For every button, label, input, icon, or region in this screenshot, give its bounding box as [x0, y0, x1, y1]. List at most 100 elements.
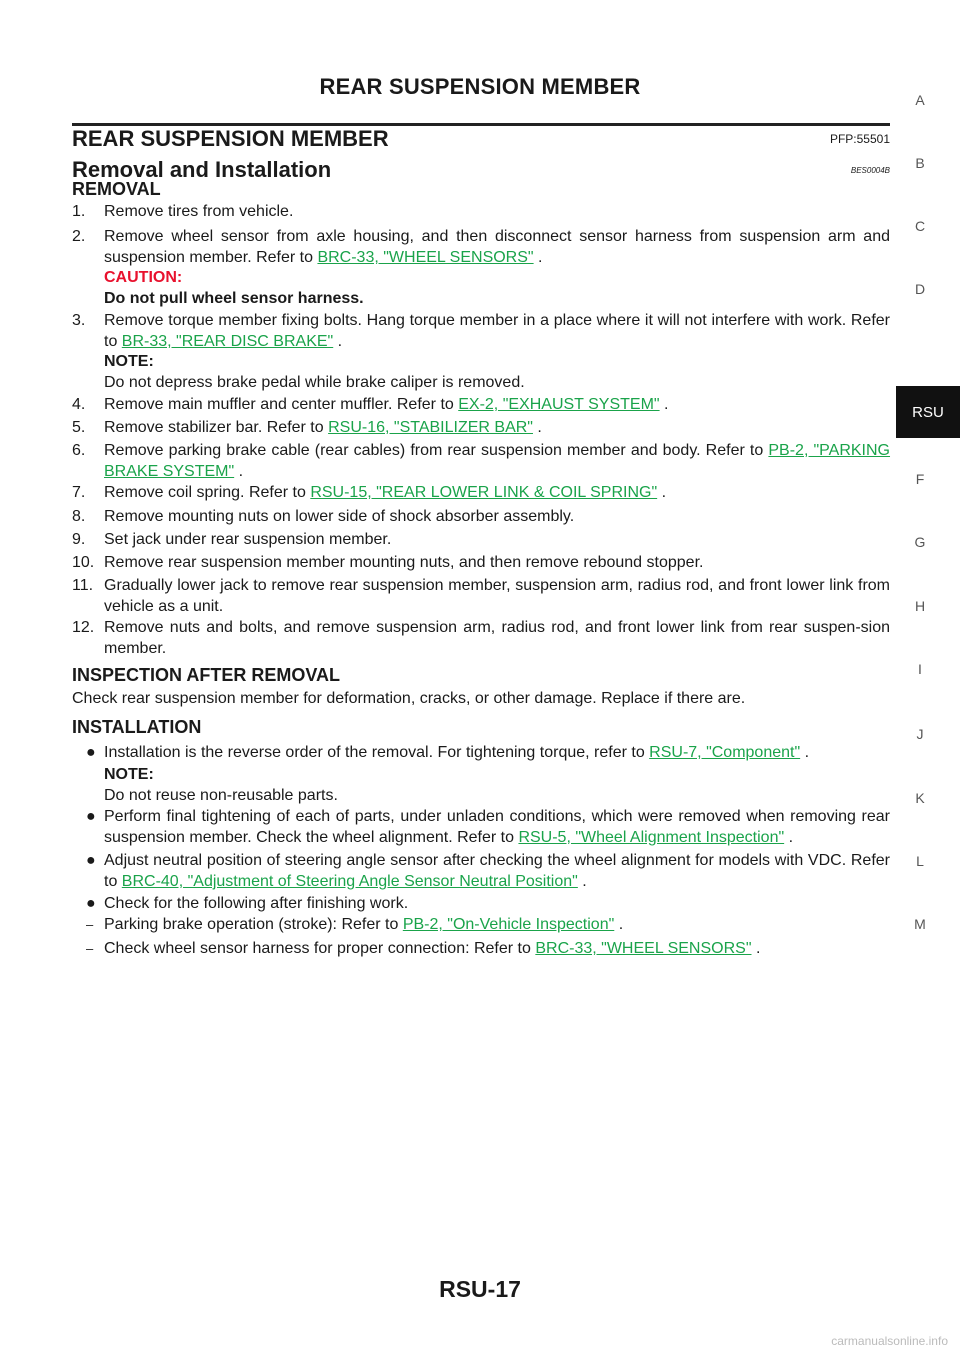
inspection-heading: INSPECTION AFTER REMOVAL: [72, 665, 341, 685]
bullet-text: Perform final tightening of each of part…: [104, 808, 890, 846]
caution-block: CAUTION: Do not pull wheel sensor harnes…: [104, 267, 890, 309]
dash-text-tail: .: [614, 916, 624, 933]
caution-label: CAUTION:: [104, 269, 183, 286]
step-text: Remove main muffler and center muffler. …: [104, 396, 459, 413]
removal-step: 7. Remove coil spring. Refer to RSU-15, …: [72, 482, 890, 503]
index-letter-g[interactable]: G: [914, 534, 926, 550]
step-number: 12.: [72, 619, 95, 636]
index-letter-b[interactable]: B: [915, 155, 925, 171]
index-letter-f[interactable]: F: [915, 471, 925, 487]
installation-bullet: ● Perform final tightening of each of pa…: [86, 806, 890, 848]
installation-bullet: ● Installation is the reverse order of t…: [86, 742, 890, 763]
step-text-tail: .: [234, 463, 244, 480]
bullet-icon: ●: [86, 895, 96, 912]
dash-icon: –: [86, 941, 94, 956]
step-number: 4.: [72, 396, 86, 413]
removal-step: 5. Remove stabilizer bar. Refer to RSU-1…: [72, 417, 890, 438]
step-text-tail: .: [659, 396, 669, 413]
ref-link[interactable]: BR-33, "REAR DISC BRAKE": [121, 333, 334, 350]
step-text: Gradually lower jack to remove rear susp…: [104, 577, 890, 615]
removal-heading: REMOVAL: [72, 179, 161, 199]
ref-link[interactable]: PB-2, "PARKING BRAKE SYSTEM": [104, 442, 891, 480]
index-letter-i[interactable]: I: [918, 661, 922, 677]
step-text: Remove parking brake cable (rear cables)…: [104, 442, 769, 459]
removal-step: 4. Remove main muffler and center muffle…: [72, 394, 890, 415]
inspection-text: Check rear suspension member for deforma…: [72, 690, 746, 707]
note-text: Do not reuse non-reusable parts.: [104, 787, 338, 804]
bullet-icon: ●: [86, 852, 96, 869]
section-code: PFP:55501: [829, 132, 890, 146]
note-block: NOTE: Do not reuse non-reusable parts.: [104, 764, 890, 806]
step-text: Remove torque member fixing bolts. Hang …: [104, 312, 890, 350]
index-letter-j[interactable]: J: [916, 726, 924, 742]
dash-text: Check wheel sensor harness for proper co…: [104, 940, 536, 957]
removal-step: 8. Remove mounting nuts on lower side of…: [72, 506, 890, 527]
index-letter-k[interactable]: K: [915, 790, 925, 806]
note-label: NOTE:: [104, 766, 154, 783]
index-tab-rsu[interactable]: RSU: [896, 386, 960, 438]
index-letter-m[interactable]: M: [914, 916, 926, 932]
installation-bullet: ● Adjust neutral position of steering an…: [86, 850, 890, 892]
step-text: Remove stabilizer bar. Refer to: [104, 419, 329, 436]
note-block: NOTE: Do not depress brake pedal while b…: [104, 351, 890, 393]
step-number: 3.: [72, 312, 86, 329]
step-text: Remove nuts and bolts, and remove suspen…: [104, 619, 890, 657]
step-text: Set jack under rear suspension member.: [104, 531, 392, 548]
bullet-text-tail: .: [577, 873, 587, 890]
installation-heading: INSTALLATION: [72, 717, 202, 737]
step-number: 10.: [72, 554, 95, 571]
step-text: Remove tires from vehicle.: [104, 203, 294, 220]
step-number: 8.: [72, 508, 86, 525]
ref-link[interactable]: RSU-7, "Component": [649, 744, 801, 761]
subsection-code: BES0004B: [850, 166, 890, 175]
step-number: 5.: [72, 419, 86, 436]
page-number: RSU-17: [439, 1276, 521, 1302]
ref-link[interactable]: BRC-33, "WHEEL SENSORS": [535, 940, 752, 957]
removal-step: 6. Remove parking brake cable (rear cabl…: [72, 440, 890, 482]
bullet-text: Adjust neutral position of steering angl…: [104, 852, 890, 890]
header-rule: [72, 123, 890, 126]
watermark: carmanualsonline.info: [831, 1334, 948, 1348]
bullet-icon: ●: [86, 744, 96, 761]
step-text-tail: .: [533, 249, 543, 266]
step-number: 2.: [72, 228, 86, 245]
caution-text: Do not pull wheel sensor harness.: [104, 290, 364, 307]
dash-text-tail: .: [751, 940, 761, 957]
step-number: 7.: [72, 484, 86, 501]
ref-link[interactable]: BRC-33, "WHEEL SENSORS": [317, 249, 534, 266]
installation-dash: – Parking brake operation (stroke): Refe…: [86, 914, 890, 935]
ref-link[interactable]: EX-2, "EXHAUST SYSTEM": [458, 396, 660, 413]
ref-link[interactable]: RSU-5, "Wheel Alignment Inspection": [518, 829, 785, 846]
removal-step: 1. Remove tires from vehicle.: [72, 201, 890, 222]
ref-link[interactable]: PB-2, "On-Vehicle Inspection": [402, 916, 615, 933]
note-label: NOTE:: [104, 353, 154, 370]
ref-link[interactable]: RSU-15, "REAR LOWER LINK & COIL SPRING": [310, 484, 658, 501]
step-text: Remove mounting nuts on lower side of sh…: [104, 508, 575, 525]
step-number: 9.: [72, 531, 86, 548]
index-letter-a[interactable]: A: [915, 92, 925, 108]
step-number: 1.: [72, 203, 86, 220]
step-text: Remove wheel sensor from axle housing, a…: [104, 228, 890, 266]
bullet-text: Check for the following after finishing …: [104, 895, 409, 912]
index-letter-l[interactable]: L: [916, 853, 924, 869]
index-letter-h[interactable]: H: [914, 598, 926, 614]
step-text-tail: .: [657, 484, 667, 501]
ref-link[interactable]: RSU-16, "STABILIZER BAR": [328, 419, 533, 436]
dash-text: Parking brake operation (stroke): Refer …: [104, 916, 403, 933]
removal-step: 12. Remove nuts and bolts, and remove su…: [72, 617, 890, 659]
section-title: REAR SUSPENSION MEMBER: [72, 126, 389, 151]
subsection-title: Removal and Installation: [72, 157, 332, 182]
ref-link[interactable]: BRC-40, "Adjustment of Steering Angle Se…: [121, 873, 578, 890]
step-text: Remove rear suspension member mounting n…: [104, 554, 704, 571]
step-text-tail: .: [333, 333, 343, 350]
step-number: 6.: [72, 442, 86, 459]
bullet-text-tail: .: [800, 744, 810, 761]
bullet-icon: ●: [86, 808, 96, 825]
removal-step: 10. Remove rear suspension member mounti…: [72, 552, 890, 573]
removal-step: 3. Remove torque member fixing bolts. Ha…: [72, 310, 890, 352]
installation-bullet: ● Check for the following after finishin…: [86, 893, 890, 914]
index-letter-c[interactable]: C: [914, 218, 926, 234]
removal-step: 11. Gradually lower jack to remove rear …: [72, 575, 890, 617]
page-header: REAR SUSPENSION MEMBER: [319, 74, 641, 99]
index-letter-d[interactable]: D: [914, 281, 926, 297]
